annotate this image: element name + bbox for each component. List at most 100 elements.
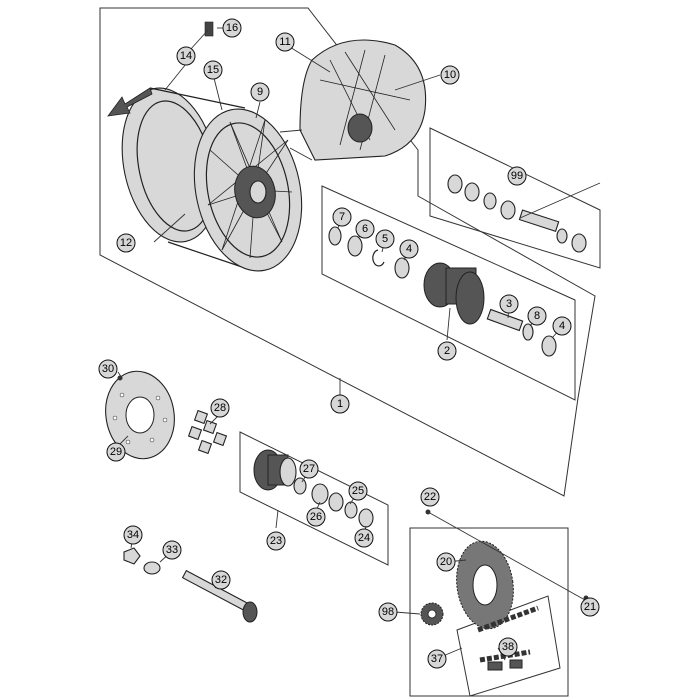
callout-12: 12	[116, 233, 136, 253]
bearing-kit-panel	[429, 127, 601, 269]
spacer-tube	[486, 308, 524, 332]
callout-24: 24	[354, 528, 374, 548]
callout-10: 10	[440, 65, 460, 85]
callout-15: 15	[203, 60, 223, 80]
sprocket-carrier-panel	[239, 431, 389, 566]
svg-text:25: 25	[352, 485, 364, 497]
cush-drive-rubbers	[187, 409, 228, 455]
svg-text:11: 11	[279, 36, 290, 48]
svg-text:15: 15	[207, 64, 219, 76]
callout-23: 23	[266, 531, 286, 551]
svg-text:26: 26	[310, 511, 322, 523]
svg-text:16: 16	[226, 22, 238, 34]
callout-28: 28	[210, 398, 230, 418]
callouts: 1 2 3 4 4 5 6 7 8 9 10 11 12 14 15 16 20…	[98, 18, 600, 669]
callout-22: 22	[420, 487, 440, 507]
svg-text:21: 21	[584, 601, 596, 613]
svg-text:38: 38	[502, 641, 514, 653]
callout-5: 5	[375, 229, 395, 249]
svg-text:23: 23	[270, 535, 282, 547]
rear-sprocket	[425, 509, 589, 630]
svg-text:34: 34	[127, 529, 139, 541]
sprocket-chain-panel	[409, 527, 569, 697]
svg-text:30: 30	[102, 363, 114, 375]
rim-tape-strip	[204, 21, 214, 37]
svg-text:5: 5	[382, 233, 388, 245]
bearing-kit-parts	[447, 174, 587, 253]
callout-32: 32	[211, 570, 231, 590]
axle-nut	[123, 547, 141, 565]
callout-98: 98	[378, 602, 398, 622]
rim-detail-magnifier	[279, 39, 427, 161]
rim-band-bottom	[167, 241, 246, 269]
callout-27: 27	[299, 459, 319, 479]
svg-text:6: 6	[362, 223, 368, 235]
callout-33: 33	[162, 540, 182, 560]
svg-text:4: 4	[559, 320, 565, 332]
wheel-rim	[107, 21, 427, 272]
wheel-arrow-icon	[107, 87, 153, 117]
svg-text:29: 29	[110, 446, 122, 458]
svg-text:3: 3	[506, 298, 512, 310]
hub-center	[249, 180, 267, 204]
callout-25: 25	[348, 481, 368, 501]
callout-34: 34	[123, 525, 143, 545]
chain-subpanel	[456, 595, 561, 697]
callout-29: 29	[106, 442, 126, 462]
callout-38: 38	[498, 637, 518, 657]
svg-text:32: 32	[215, 574, 227, 586]
callout-20: 20	[436, 552, 456, 572]
callout-1: 1	[330, 394, 350, 414]
svg-text:22: 22	[424, 491, 436, 503]
hub-bearing-panel	[321, 185, 576, 401]
hub	[234, 165, 276, 219]
svg-text:20: 20	[440, 556, 452, 568]
callout-30: 30	[98, 359, 118, 379]
svg-text:27: 27	[303, 463, 315, 475]
svg-text:28: 28	[214, 402, 226, 414]
circlip	[372, 249, 385, 267]
bearing-4-right	[541, 335, 557, 357]
svg-text:8: 8	[534, 310, 540, 322]
svg-text:33: 33	[166, 544, 178, 556]
svg-text:37: 37	[431, 653, 443, 665]
svg-text:24: 24	[358, 532, 370, 544]
callout-21: 21	[580, 597, 600, 617]
shaft-seal	[328, 226, 342, 246]
callout-26: 26	[306, 507, 326, 527]
callout-14: 14	[176, 46, 196, 66]
svg-text:98: 98	[382, 606, 394, 618]
rim-inner	[205, 122, 291, 258]
callout-99: 99	[507, 166, 527, 186]
callout-16: 16	[222, 18, 242, 38]
svg-text:4: 4	[406, 243, 412, 255]
callout-37: 37	[427, 649, 447, 669]
callout-4a: 4	[399, 239, 419, 259]
callout-11: 11	[275, 32, 295, 52]
callout-7: 7	[332, 207, 352, 227]
svg-text:9: 9	[257, 86, 263, 98]
svg-text:10: 10	[444, 69, 456, 81]
callout-3: 3	[499, 294, 519, 314]
callout-4b: 4	[552, 316, 572, 336]
spacer-ring	[522, 323, 534, 341]
callout-8: 8	[527, 306, 547, 326]
callout-6: 6	[355, 219, 375, 239]
front-sprocket	[420, 602, 444, 626]
svg-text:99: 99	[511, 170, 523, 182]
svg-text:1: 1	[337, 398, 343, 410]
rim-band-top	[149, 87, 246, 109]
hub-body-center	[423, 262, 485, 325]
bearing-4-left	[394, 257, 410, 279]
svg-text:14: 14	[180, 50, 192, 62]
axle-head	[242, 601, 258, 623]
axle-assembly	[123, 547, 258, 623]
svg-text:2: 2	[444, 345, 450, 357]
callout-9: 9	[250, 82, 270, 102]
axle-washer	[143, 561, 161, 575]
bearing-6	[347, 235, 363, 257]
svg-text:12: 12	[120, 237, 132, 249]
svg-text:7: 7	[339, 211, 345, 223]
hub-bearing-parts	[328, 226, 557, 357]
